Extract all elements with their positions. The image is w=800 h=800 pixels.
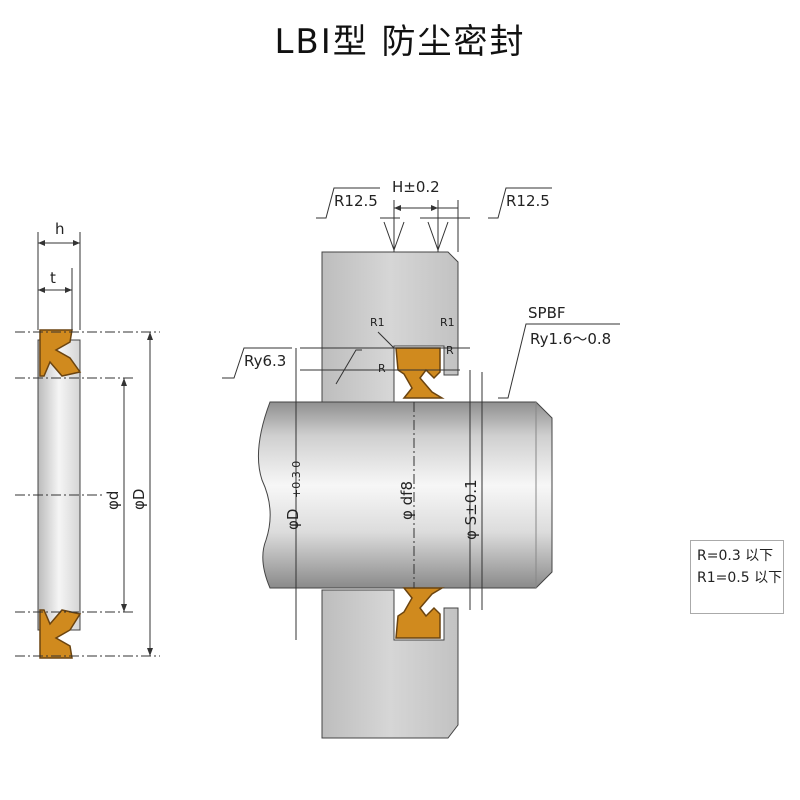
installed-seal-bottom — [395, 587, 445, 639]
installation-view: H±0.2 R12.5 R12.5 Ry6.3 R1 R R1 R SPBF R… — [222, 178, 620, 739]
seal-ring-body — [37, 339, 81, 631]
bore-tolerance-label: +0.3 0 — [290, 461, 303, 498]
seal-ring-view: h t φd φD — [15, 220, 160, 659]
ry63-label: Ry6.3 — [244, 352, 286, 370]
rod-fit-label: φ df8 — [398, 481, 416, 520]
housing-upper — [321, 251, 459, 403]
note-line-2: R1=0.5 以下 — [697, 570, 783, 586]
r125-left-label: R12.5 — [334, 192, 378, 210]
ry-range-label: Ry1.6～0.8 — [530, 330, 611, 348]
installed-seal-top — [395, 347, 445, 399]
r1-right-label: R1 — [440, 316, 455, 329]
d-label: φd — [104, 491, 122, 510]
D-label: φD — [130, 489, 148, 510]
r-right-label: R — [446, 344, 454, 357]
r-left-label: R — [378, 362, 386, 375]
housing-lower — [321, 589, 459, 739]
radius-note-box: R=0.3 以下 R1=0.5 以下 — [690, 540, 784, 614]
seal-profile-bottom — [39, 609, 82, 659]
seal-profile-top — [39, 329, 82, 377]
page-title: LBI型 防尘密封 — [274, 22, 526, 62]
r125-right-label: R12.5 — [506, 192, 550, 210]
t-label: t — [50, 269, 56, 287]
note-line-1: R=0.3 以下 — [697, 548, 774, 564]
spbf-label: SPBF — [528, 304, 566, 322]
h-tolerance-label: H±0.2 — [392, 178, 440, 196]
rod-s-label: φ S±0.1 — [462, 479, 480, 540]
h-label: h — [55, 220, 65, 238]
bore-diameter-label: φD — [284, 509, 302, 530]
piston-rod — [257, 401, 553, 589]
r1-left-label: R1 — [370, 316, 385, 329]
